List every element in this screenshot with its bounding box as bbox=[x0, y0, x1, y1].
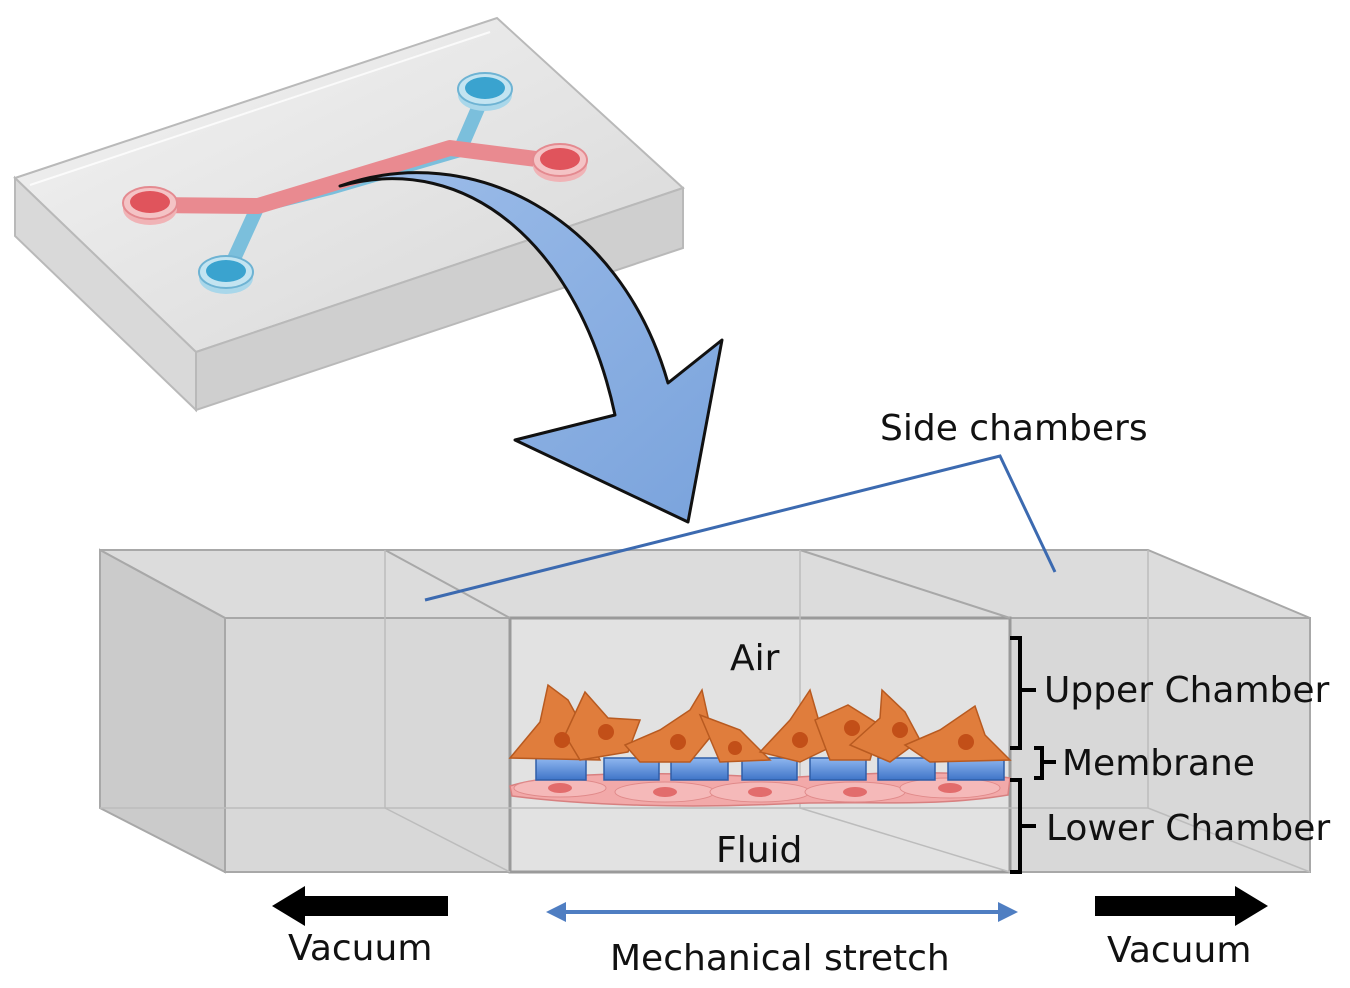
porous-membrane bbox=[535, 757, 1005, 781]
mechanical-stretch-label: Mechanical stretch bbox=[610, 938, 950, 979]
side-chambers-label: Side chambers bbox=[880, 408, 1148, 449]
epithelial-cells bbox=[508, 683, 1012, 763]
air-label: Air bbox=[730, 638, 780, 679]
zoom-arrow bbox=[338, 171, 724, 524]
vacuum-right-label: Vacuum bbox=[1107, 930, 1251, 971]
lower-chamber-label: Lower Chamber bbox=[1046, 808, 1330, 849]
upper-chamber-label: Upper Chamber bbox=[1044, 670, 1330, 711]
fluid-label: Fluid bbox=[716, 830, 802, 871]
red-channel bbox=[149, 140, 562, 214]
blue-inlet-bottom bbox=[198, 255, 254, 294]
endothelial-cells bbox=[509, 771, 1011, 807]
chamber-brackets bbox=[1010, 636, 1056, 874]
vacuum-arrow-left bbox=[272, 886, 448, 926]
red-inlet-right bbox=[532, 143, 588, 182]
membrane-label: Membrane bbox=[1062, 743, 1255, 784]
vacuum-left-label: Vacuum bbox=[288, 928, 432, 969]
red-inlet-left bbox=[122, 186, 178, 225]
microfluidic-chip bbox=[13, 16, 685, 413]
mechanical-stretch-arrow bbox=[546, 902, 1018, 922]
side-chambers-callout bbox=[424, 454, 1057, 602]
vacuum-arrow-right bbox=[1095, 886, 1268, 926]
blue-inlet-top bbox=[457, 72, 513, 111]
